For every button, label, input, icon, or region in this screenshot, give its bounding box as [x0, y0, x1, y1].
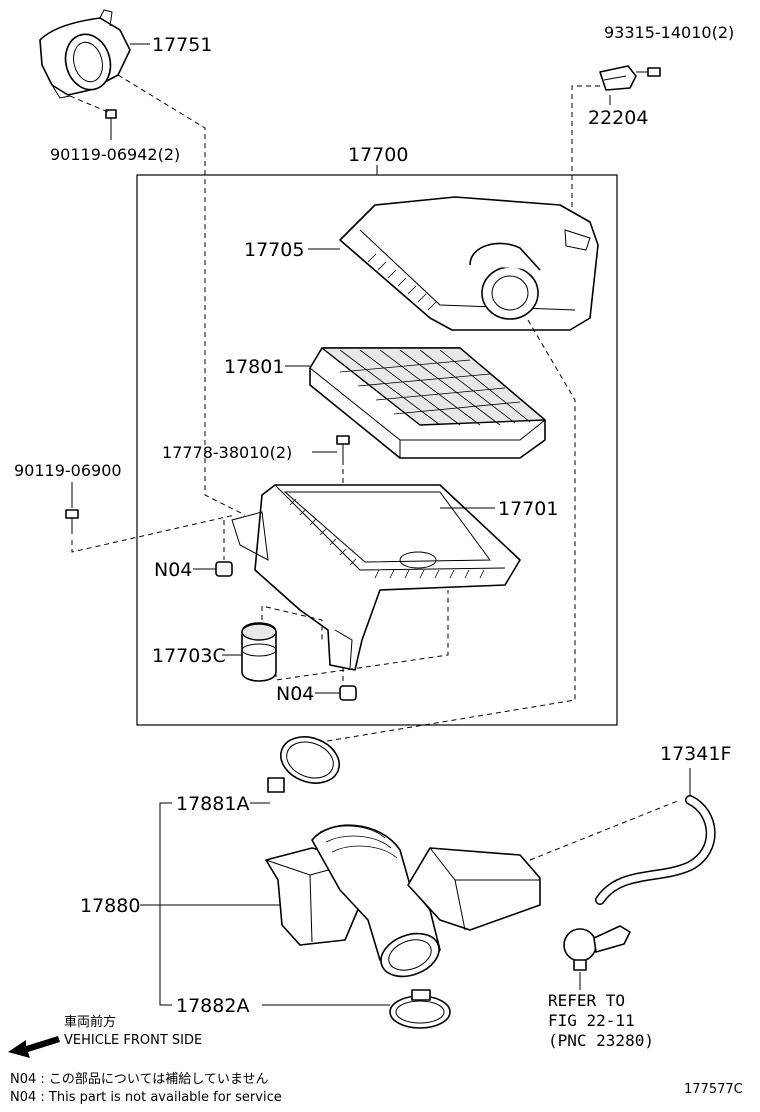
label-17341f: 17341F: [660, 743, 731, 765]
bolt-90119-06942[interactable]: [105, 109, 117, 130]
label-17700: 17700: [348, 144, 408, 166]
part-17880-air-inlet[interactable]: [265, 824, 541, 984]
bolt-17778-38010[interactable]: [336, 435, 350, 460]
label-90119-06942: 90119-06942(2): [50, 145, 180, 164]
part-17703c-resonator[interactable]: [241, 622, 277, 682]
grommet-n04-bottom[interactable]: [339, 685, 357, 701]
grommet-n04-top[interactable]: [215, 561, 233, 577]
part-17705-case-cover[interactable]: [339, 196, 599, 331]
part-17801-filter-element[interactable]: [309, 347, 546, 459]
bolt-90119-06900[interactable]: [65, 509, 79, 534]
figure-code: 177577C: [684, 1082, 743, 1097]
label-17801: 17801: [224, 356, 284, 378]
label-90119-06900: 90119-06900: [14, 461, 122, 480]
label-17701: 17701: [498, 498, 558, 520]
label-refer-to: REFER TO: [548, 991, 625, 1010]
label-17778-38010: 17778-38010(2): [162, 443, 292, 462]
label-17751: 17751: [152, 34, 212, 56]
part-17751-intake-duct[interactable]: [39, 9, 131, 99]
vehicle-front-arrow-icon: [8, 1036, 60, 1058]
label-93315-14010: 93315-14010(2): [604, 23, 734, 42]
label-refer-pnc: (PNC 23280): [548, 1031, 654, 1050]
part-17341f-breather-hose[interactable]: [595, 795, 716, 905]
label-n04-bottom: N04: [276, 683, 314, 705]
label-17882a: 17882A: [176, 995, 249, 1017]
vehicle-front-en: VEHICLE FRONT SIDE: [64, 1033, 202, 1048]
part-17882a-hose-clamp[interactable]: [389, 989, 451, 1029]
label-refer-fig: FIG 22-11: [548, 1011, 635, 1030]
label-17705: 17705: [244, 239, 304, 261]
label-17881a: 17881A: [176, 793, 249, 815]
ref-valve-pnc-23280[interactable]: [563, 925, 631, 971]
part-22204-air-flow-sensor[interactable]: [599, 65, 661, 91]
label-17880: 17880: [80, 895, 140, 917]
label-17703c: 17703C: [152, 645, 226, 667]
part-17881a-hose-clamp[interactable]: [267, 729, 346, 793]
note-n04-en: N04 : This part is not available for ser…: [10, 1090, 282, 1105]
label-22204: 22204: [588, 107, 648, 129]
part-17701-lower-case[interactable]: [231, 484, 521, 671]
label-n04-top: N04: [154, 559, 192, 581]
vehicle-front-jp: 車両前方: [64, 1014, 116, 1030]
note-n04-jp: N04 : この部品については補給していません: [10, 1072, 268, 1087]
